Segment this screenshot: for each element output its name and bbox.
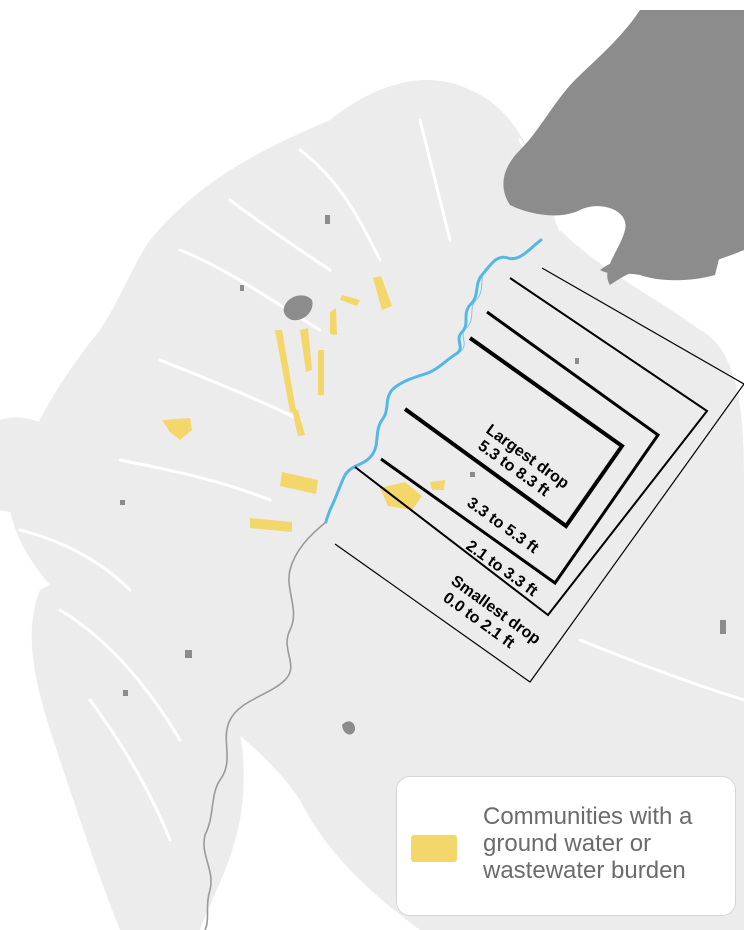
- land-shapes: [0, 80, 744, 930]
- legend-burden-swatch: [411, 835, 457, 862]
- river-drought-shadow: [459, 267, 487, 353]
- tier-bracket-smallest: [334, 267, 744, 683]
- legend-burden-label: Communities with a ground water or waste…: [483, 803, 693, 884]
- river-drought: [324, 238, 543, 524]
- small-ponds: [120, 215, 726, 735]
- tier-brackets: [334, 267, 744, 683]
- river-downstream: [203, 521, 327, 930]
- burden-areas: [162, 276, 445, 532]
- tier-bracket-3: [354, 277, 709, 617]
- map-legend: Communities with a ground water or waste…: [396, 776, 736, 916]
- tier-bracket-largest: [403, 336, 625, 529]
- tier-bracket-2: [380, 310, 661, 586]
- bay-water: [503, 10, 744, 285]
- bay-inlet: [600, 254, 720, 281]
